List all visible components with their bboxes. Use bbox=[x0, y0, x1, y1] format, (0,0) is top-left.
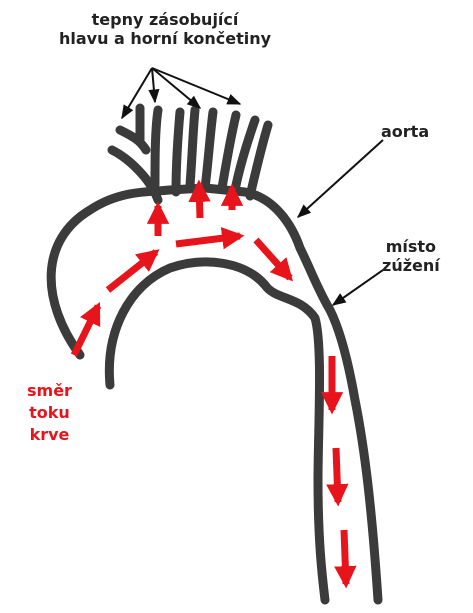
flow-arrow-1 bbox=[74, 306, 98, 355]
narrowing-label-line2: zúžení bbox=[382, 256, 440, 275]
flow-arrow-9 bbox=[336, 448, 338, 502]
pointer-to-aorta bbox=[298, 140, 383, 217]
branch-2-wall-right bbox=[190, 110, 195, 185]
narrowing-label-line1: místo bbox=[382, 237, 440, 256]
flow-label-line2: toku bbox=[27, 402, 72, 424]
aorta-label: aorta bbox=[381, 122, 429, 141]
branch-2-wall-left bbox=[176, 112, 180, 192]
aorta-inner-wall bbox=[109, 262, 325, 600]
aorta-label-text: aorta bbox=[381, 122, 429, 141]
pointer-to-branch-3 bbox=[152, 68, 200, 108]
branches-label-line1: tepny zásobující bbox=[0, 10, 330, 29]
branch-1-wall-right bbox=[155, 110, 158, 185]
pointer-to-narrowing bbox=[333, 270, 383, 305]
flow-arrow-6 bbox=[176, 236, 240, 244]
branches-label: tepny zásobující hlavu a horní končetiny bbox=[0, 10, 330, 48]
flow-label-line3: krve bbox=[27, 424, 72, 446]
flow-arrow-10 bbox=[344, 530, 346, 584]
flow-label-line1: směr bbox=[27, 380, 72, 402]
narrowing-label: místo zúžení bbox=[382, 237, 440, 275]
flow-arrow-4 bbox=[199, 184, 200, 218]
flow-arrow-7 bbox=[256, 240, 290, 278]
flow-direction-label: směr toku krve bbox=[27, 380, 72, 446]
flow-arrows bbox=[74, 184, 346, 584]
vessel-walls bbox=[51, 108, 378, 600]
pointer-to-branch-2 bbox=[152, 68, 155, 102]
branch-3-wall-left bbox=[205, 112, 213, 188]
pointer-to-branch-4 bbox=[152, 68, 240, 104]
branches-label-line2: hlavu a horní končetiny bbox=[0, 29, 330, 48]
